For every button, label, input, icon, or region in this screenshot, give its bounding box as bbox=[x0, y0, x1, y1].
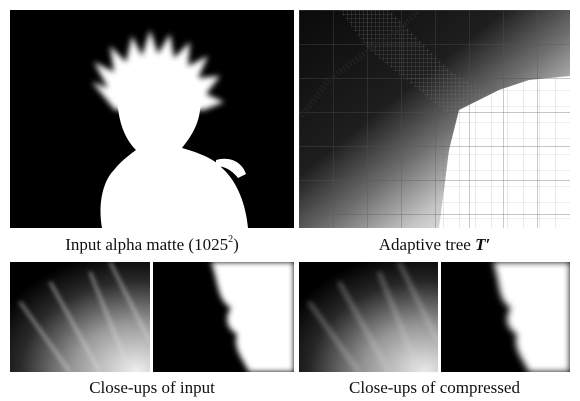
closeup-input-edge-image bbox=[153, 262, 294, 372]
closeup-compressed-hair bbox=[299, 262, 438, 372]
tree-caption-symbol: T′ bbox=[475, 235, 491, 254]
closeups-compressed-caption: Close-ups of compressed bbox=[349, 378, 520, 397]
closeups-input-caption: Close-ups of input bbox=[89, 378, 215, 397]
closeup-compressed-edge bbox=[441, 262, 570, 372]
adaptive-tree-image bbox=[299, 10, 570, 228]
adaptive-tree-visualization bbox=[299, 10, 570, 228]
alpha-matte-image bbox=[10, 10, 294, 228]
closeup-input-edge bbox=[153, 262, 294, 372]
matte-caption-text: Input alpha matte (1025 bbox=[65, 235, 229, 254]
matte-caption-suffix: ) bbox=[233, 235, 239, 254]
tree-caption: Adaptive tree T′ bbox=[299, 235, 570, 255]
closeup-input-hair bbox=[10, 262, 150, 372]
tree-caption-text: Adaptive tree bbox=[378, 235, 476, 254]
matte-caption: Input alpha matte (10252) bbox=[10, 235, 294, 255]
closeup-input-hair-image bbox=[10, 262, 150, 372]
closeup-compressed-hair-image bbox=[299, 262, 438, 372]
matte-caption-superscript: 2 bbox=[228, 234, 234, 246]
closeup-compressed-edge-image bbox=[441, 262, 570, 372]
alpha-matte-silhouette bbox=[10, 10, 294, 228]
